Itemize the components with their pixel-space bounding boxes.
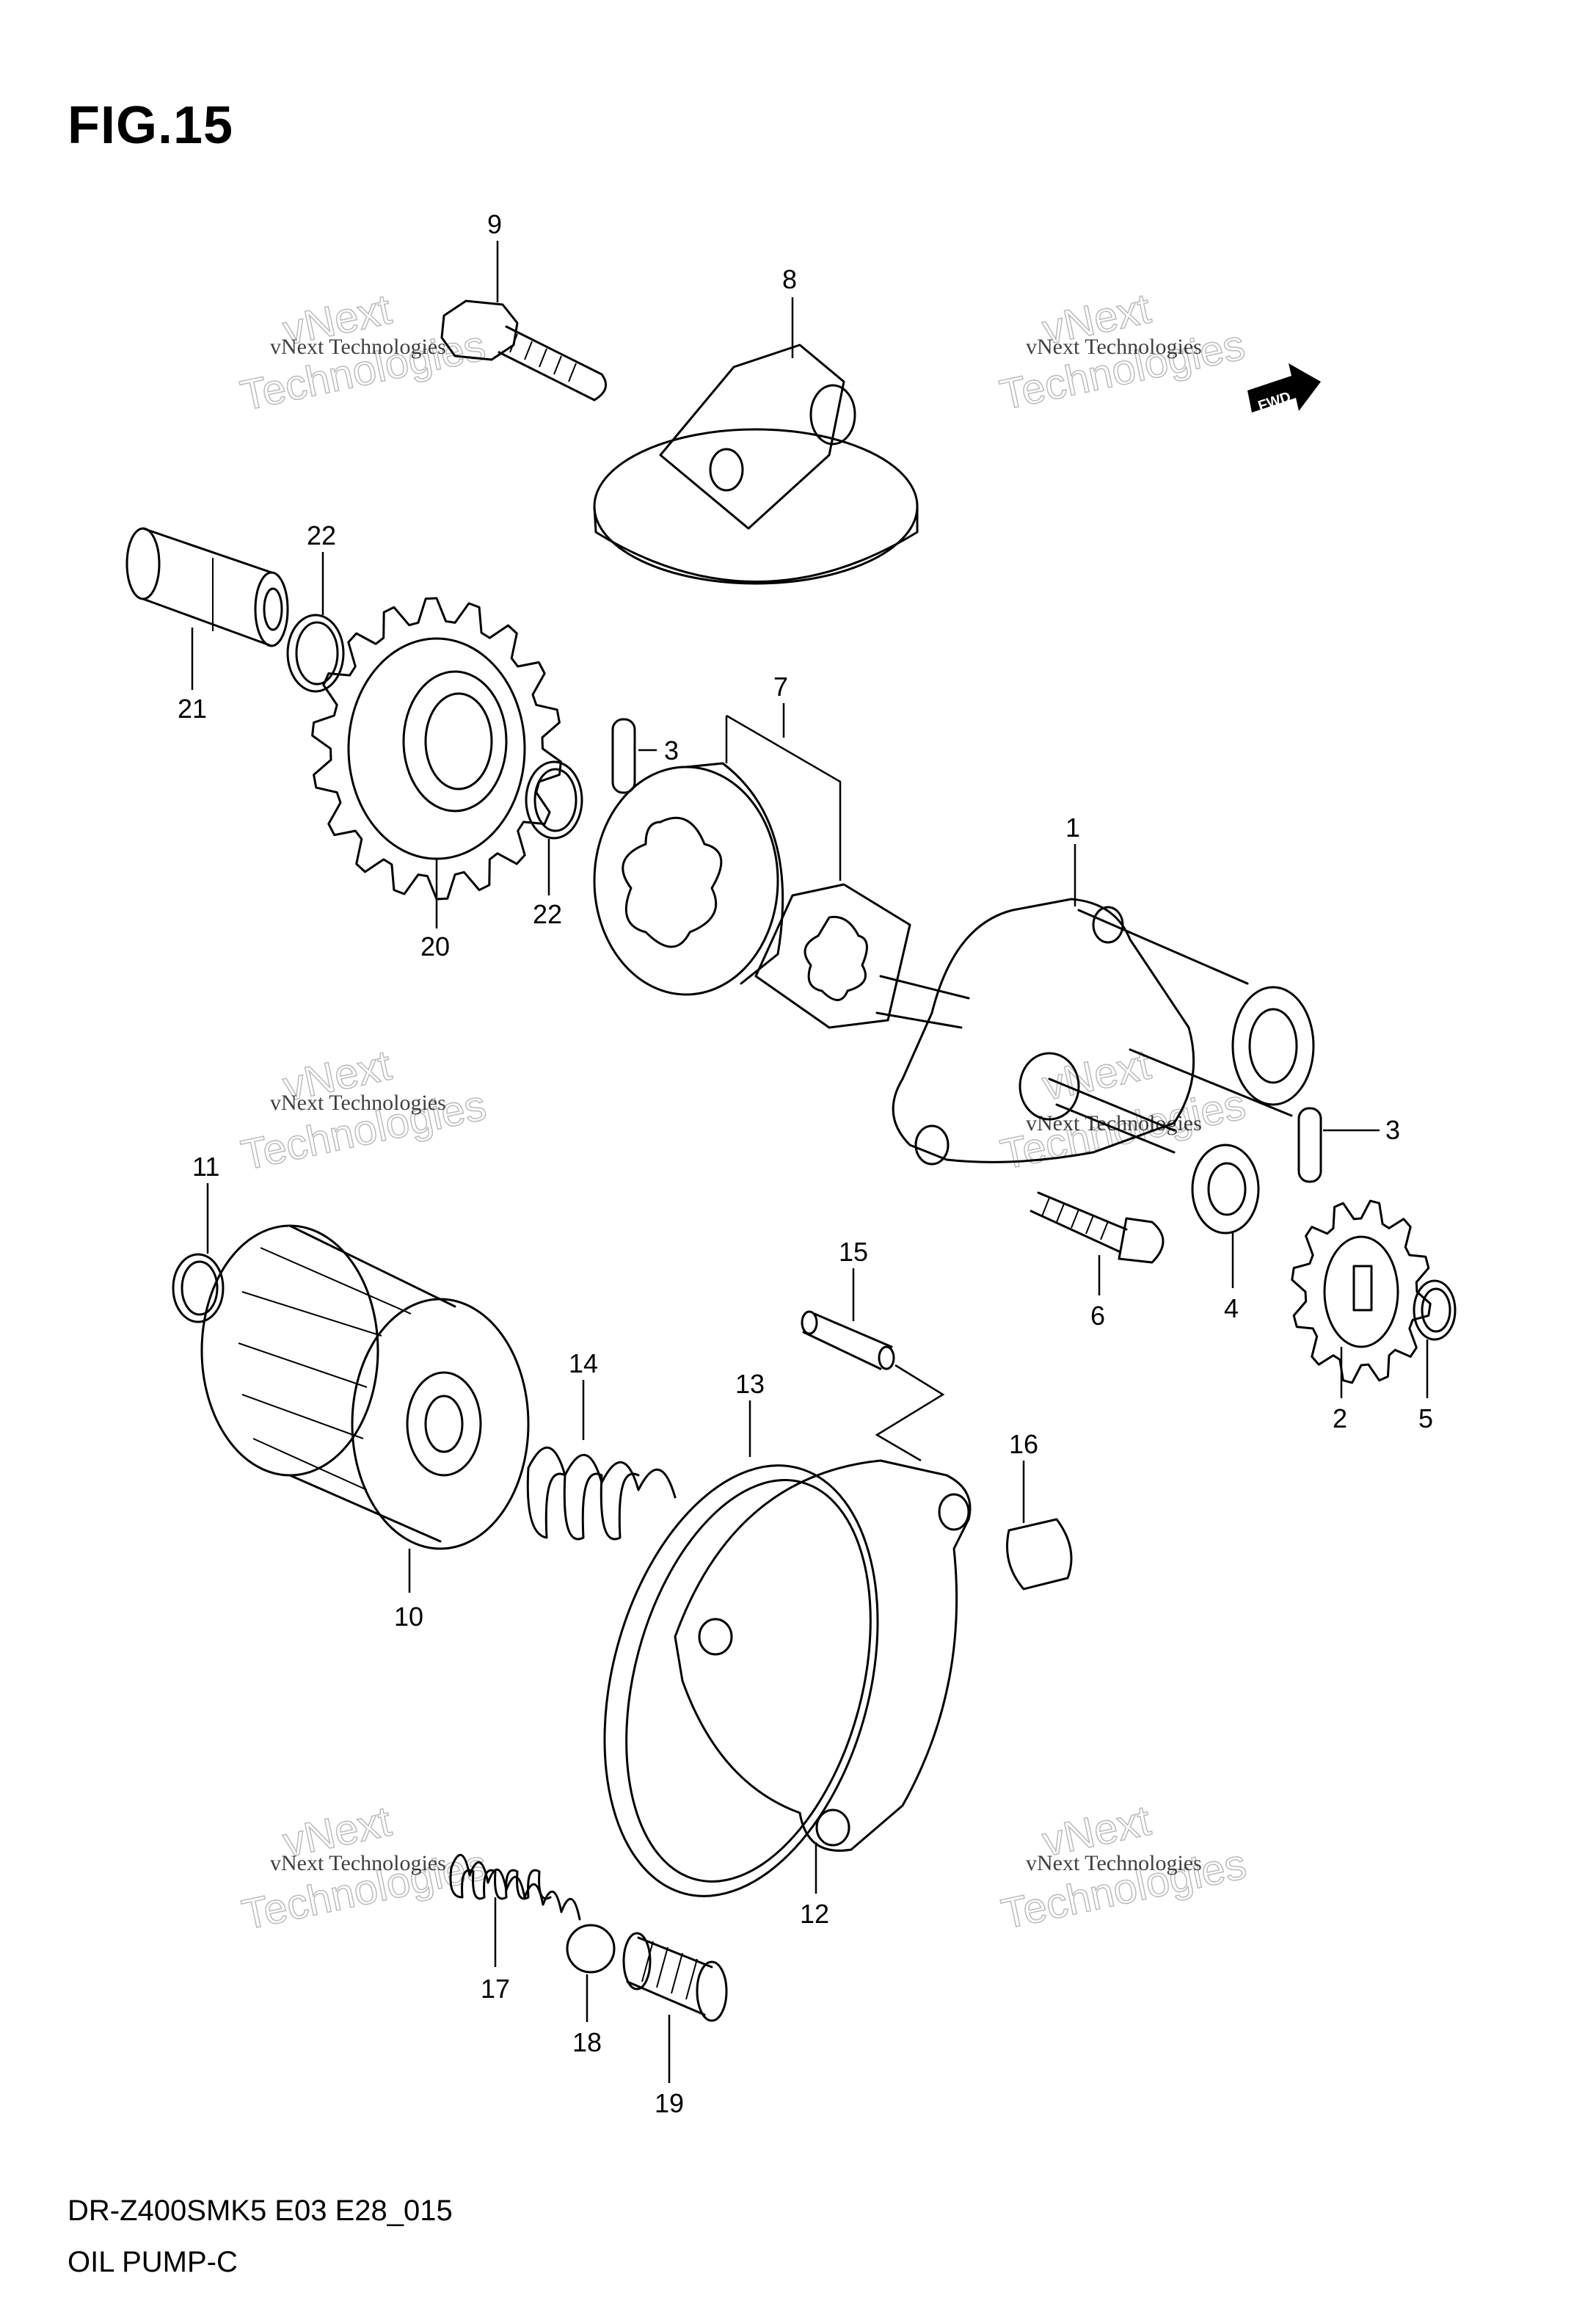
part-16-cap-nut — [1006, 1518, 1073, 1591]
part-19-plug — [622, 1932, 728, 2022]
part-label: 10 — [394, 1602, 423, 1632]
model-code: DR-Z400SMK5 E03 E28_015 — [68, 2195, 453, 2227]
part-label: 18 — [572, 2027, 602, 2057]
part-label: 22 — [533, 899, 562, 929]
part-14-spring — [526, 1446, 677, 1541]
part-3-pin-a — [611, 718, 636, 794]
part-label: 16 — [1009, 1429, 1038, 1459]
part-13-gasket — [603, 1464, 879, 1897]
part-18-ball — [566, 1924, 616, 1974]
watermark-text: vNext Technologies — [270, 335, 446, 359]
part-10-oil-filter — [200, 1224, 530, 1550]
watermark-text: vNext Technologies — [1026, 1111, 1202, 1135]
part-11-o-ring — [172, 1253, 225, 1323]
part-6-screw — [1030, 1191, 1165, 1264]
part-label: 6 — [1090, 1301, 1105, 1331]
part-label: 3 — [664, 735, 679, 766]
part-8-cap — [593, 343, 919, 585]
part-label: 2 — [1333, 1403, 1347, 1433]
part-label: 14 — [569, 1348, 598, 1378]
part-9-bolt — [440, 299, 608, 401]
figure-title: FIG.15 — [68, 96, 234, 155]
part-label: 20 — [420, 931, 450, 961]
part-5-circlip — [1413, 1279, 1457, 1341]
part-22-circlip-b — [525, 760, 583, 840]
part-1-pump-body — [892, 898, 1315, 1166]
part-12-cover — [674, 1459, 972, 1852]
watermark-text: vNext Technologies — [270, 1091, 446, 1115]
part-label: 7 — [773, 672, 788, 702]
part-label: 21 — [178, 694, 207, 724]
part-label: 19 — [655, 2088, 684, 2118]
part-20-gear — [311, 597, 562, 901]
part-label: 9 — [487, 209, 502, 239]
part-15-pin — [801, 1310, 895, 1370]
part-label: 4 — [1224, 1293, 1239, 1323]
part-7-outer-rotor — [593, 762, 784, 996]
part-22-circlip-a — [286, 614, 345, 693]
part-17-spring — [449, 1853, 581, 1921]
part-21-shaft — [125, 527, 289, 647]
diagram-caption: OIL PUMP-C — [68, 2246, 238, 2278]
part-2-gear — [1291, 1199, 1432, 1384]
part-label: 11 — [192, 1152, 219, 1182]
part-label: 8 — [782, 264, 797, 294]
part-4-washer — [1191, 1144, 1260, 1235]
part-label: 3 — [1385, 1115, 1400, 1145]
forward-arrow-icon: FWD — [1247, 363, 1321, 415]
part-label: 5 — [1418, 1403, 1433, 1433]
leader-lines — [191, 241, 1429, 2083]
part-3-pin-b — [1297, 1107, 1322, 1183]
part-label: 15 — [839, 1237, 868, 1267]
watermark-mid-right: vNext Technologies — [996, 1040, 1250, 1179]
part-labels: 9 8 22 21 7 3 1 20 22 3 11 4 6 2 5 15 14… — [178, 209, 1433, 2118]
watermark-text: vNext Technologies — [1026, 1851, 1202, 1875]
part-label: 12 — [800, 1899, 829, 1929]
part-label: 17 — [481, 1974, 510, 2004]
part-label: 22 — [307, 520, 336, 550]
part-7-inner-rotor — [754, 883, 970, 1029]
part-label: 13 — [735, 1369, 765, 1399]
watermark-text: vNext Technologies — [1026, 335, 1202, 359]
watermark-text: vNext Technologies — [270, 1851, 446, 1875]
part-label: 1 — [1065, 813, 1080, 843]
